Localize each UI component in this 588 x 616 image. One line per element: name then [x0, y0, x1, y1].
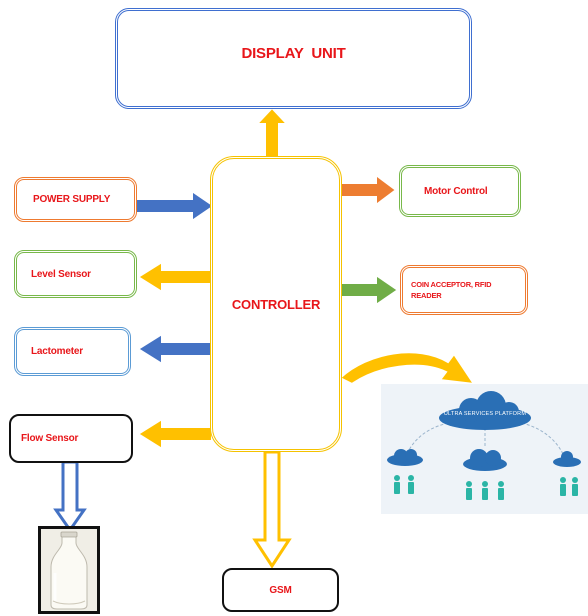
lactometer-box: Lactometer [14, 327, 131, 376]
cloud-platform-image: ULTRA SERVICES PLATFORM [381, 384, 588, 514]
milk-bottle-image [38, 526, 100, 614]
display-unit-label: DISPLAY UNIT [241, 45, 346, 62]
cloud-platform-label: ULTRA SERVICES PLATFORM [443, 411, 527, 417]
controller-box: CONTROLLER [210, 156, 342, 452]
arrow-controller-to-lactometer [136, 332, 213, 366]
coin-acceptor-label: COIN ACCEPTOR, RFID READER [411, 280, 492, 300]
arrow-controller-to-motor [337, 173, 398, 207]
power-supply-label: POWER SUPPLY [33, 194, 111, 205]
motor-control-label: Motor Control [424, 185, 488, 197]
motor-control-box: Motor Control [399, 165, 521, 217]
arrow-controller-to-level [136, 260, 213, 294]
power-supply-box: POWER SUPPLY [14, 177, 137, 222]
arrow-flow-to-bottle [53, 460, 87, 533]
gsm-label: GSM [269, 584, 292, 596]
coin-acceptor-box: COIN ACCEPTOR, RFID READER [400, 265, 528, 315]
small-cloud-center-icon [463, 449, 507, 471]
people-right-icon [560, 477, 578, 496]
arrow-controller-to-display [254, 106, 290, 159]
display-unit-box: DISPLAY UNIT [115, 8, 472, 109]
arrow-controller-to-cloud [338, 351, 477, 386]
flow-sensor-label: Flow Sensor [21, 433, 79, 444]
level-sensor-box: Level Sensor [14, 250, 137, 298]
small-cloud-left-icon [387, 449, 423, 466]
level-sensor-label: Level Sensor [31, 268, 91, 280]
flow-sensor-box: Flow Sensor [9, 414, 133, 463]
main-cloud-icon [439, 391, 531, 430]
small-cloud-right-icon [553, 451, 581, 467]
milk-bottle-icon [41, 529, 97, 611]
people-center-icon [466, 481, 504, 500]
cloud-network-graphic [381, 384, 588, 514]
gsm-box: GSM [222, 568, 339, 612]
lactometer-label: Lactometer [31, 346, 83, 357]
people-left-icon [394, 475, 414, 494]
arrow-power-to-controller [135, 189, 216, 223]
controller-label: CONTROLLER [231, 296, 321, 312]
arrow-controller-to-coin [337, 273, 400, 307]
arrow-controller-to-flow [136, 417, 213, 451]
arrow-controller-to-gsm [252, 450, 292, 569]
